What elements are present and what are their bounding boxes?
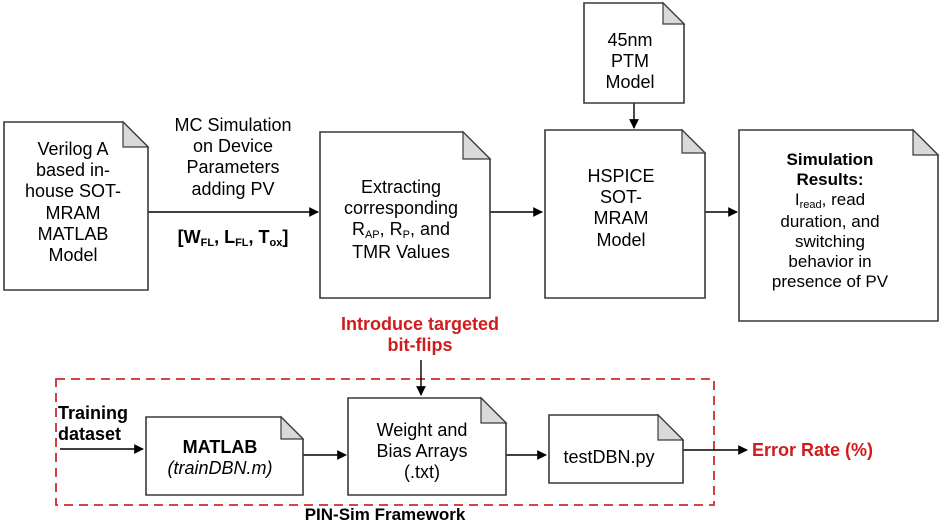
doc-results-line: duration, and [780, 212, 880, 232]
mc-simulation-line: adding PV [191, 178, 275, 199]
doc-results-iread: Iread, read [794, 190, 866, 212]
pin-sim-framework-frame [55, 378, 715, 506]
doc-hspice-line: Model [596, 229, 646, 250]
doc-testdbn-label: testDBN.py [563, 447, 655, 467]
training-dataset-line: dataset [58, 424, 122, 445]
mc-simulation-line: Parameters [186, 157, 280, 178]
doc-results-title: Results: [796, 170, 864, 190]
doc-extract-line: TMR Values [352, 242, 450, 263]
doc-weights-line: Weight and [376, 420, 468, 440]
training-dataset-label: Training dataset [58, 403, 148, 445]
doc-verilog-line: Verilog A [37, 139, 109, 159]
doc-weights-shape [347, 396, 508, 496]
doc-extract-line: Extracting [360, 177, 442, 197]
doc-results-title: Simulation [786, 150, 874, 169]
doc-matlab-title: MATLAB [182, 437, 258, 457]
doc-ptm-text: 45nm PTM Model [590, 30, 670, 94]
doc-hspice-text: HSPICE SOT- MRAM Model [556, 166, 686, 251]
doc-verilog-shape [3, 120, 150, 291]
doc-weights-line: Bias Arrays [376, 441, 468, 462]
mc-simulation-label: MC Simulation on Device Parameters addin… [158, 115, 308, 200]
doc-verilog-line: based in- [35, 160, 111, 181]
doc-verilog-line: house SOT- [24, 181, 122, 202]
doc-matlab-shape [145, 415, 305, 496]
doc-matlab-text: MATLAB (trainDBN.m) [150, 437, 290, 479]
doc-results-shape [738, 128, 940, 322]
training-dataset-line: Training [58, 403, 129, 423]
error-rate-label: Error Rate (%) [752, 440, 874, 460]
doc-hspice-shape [544, 128, 707, 299]
doc-verilog-text: Verilog A based in- house SOT- MRAM MATL… [10, 139, 136, 266]
introduce-bitflips-label: Introduce targeted bit-flips [310, 314, 530, 356]
doc-ptm-shape [583, 1, 686, 104]
pin-sim-framework-label: PIN-Sim Framework [304, 505, 466, 524]
doc-results-line: behavior in [788, 252, 872, 272]
device-parameters-label: [WFL, LFL, Tox] [177, 227, 289, 249]
doc-results-line: presence of PV [771, 272, 889, 292]
doc-results-text: Simulation Results: Iread, read duration… [745, 150, 915, 292]
doc-testdbn-text: testDBN.py [553, 447, 665, 468]
doc-extract-resistances: RAP, RP, and [351, 219, 451, 242]
doc-matlab-file: (trainDBN.m) [167, 458, 273, 479]
doc-extract-line: corresponding [343, 198, 459, 219]
doc-ptm-line: Model [605, 72, 655, 93]
doc-extract-shape [319, 130, 492, 299]
doc-weights-text: Weight and Bias Arrays (.txt) [352, 420, 492, 484]
doc-verilog-line: MATLAB [37, 223, 109, 244]
doc-weights-line: (.txt) [404, 462, 440, 483]
introduce-bitflips-line: Introduce targeted [340, 314, 500, 334]
doc-verilog-line: Model [48, 245, 98, 266]
doc-testdbn-shape [548, 413, 685, 484]
doc-hspice-line: HSPICE [587, 166, 655, 186]
doc-hspice-line: MRAM [593, 208, 649, 229]
mc-simulation-line: MC Simulation [174, 115, 292, 135]
doc-ptm-line: 45nm [607, 30, 653, 50]
mc-simulation-line: on Device [192, 136, 274, 157]
introduce-bitflips-line: bit-flips [387, 335, 453, 356]
doc-results-line: switching [795, 232, 865, 252]
doc-verilog-line: MRAM [45, 202, 101, 223]
doc-extract-text: Extracting corresponding RAP, RP, and TM… [326, 177, 476, 264]
doc-ptm-line: PTM [611, 51, 649, 72]
doc-hspice-line: SOT- [599, 187, 642, 208]
